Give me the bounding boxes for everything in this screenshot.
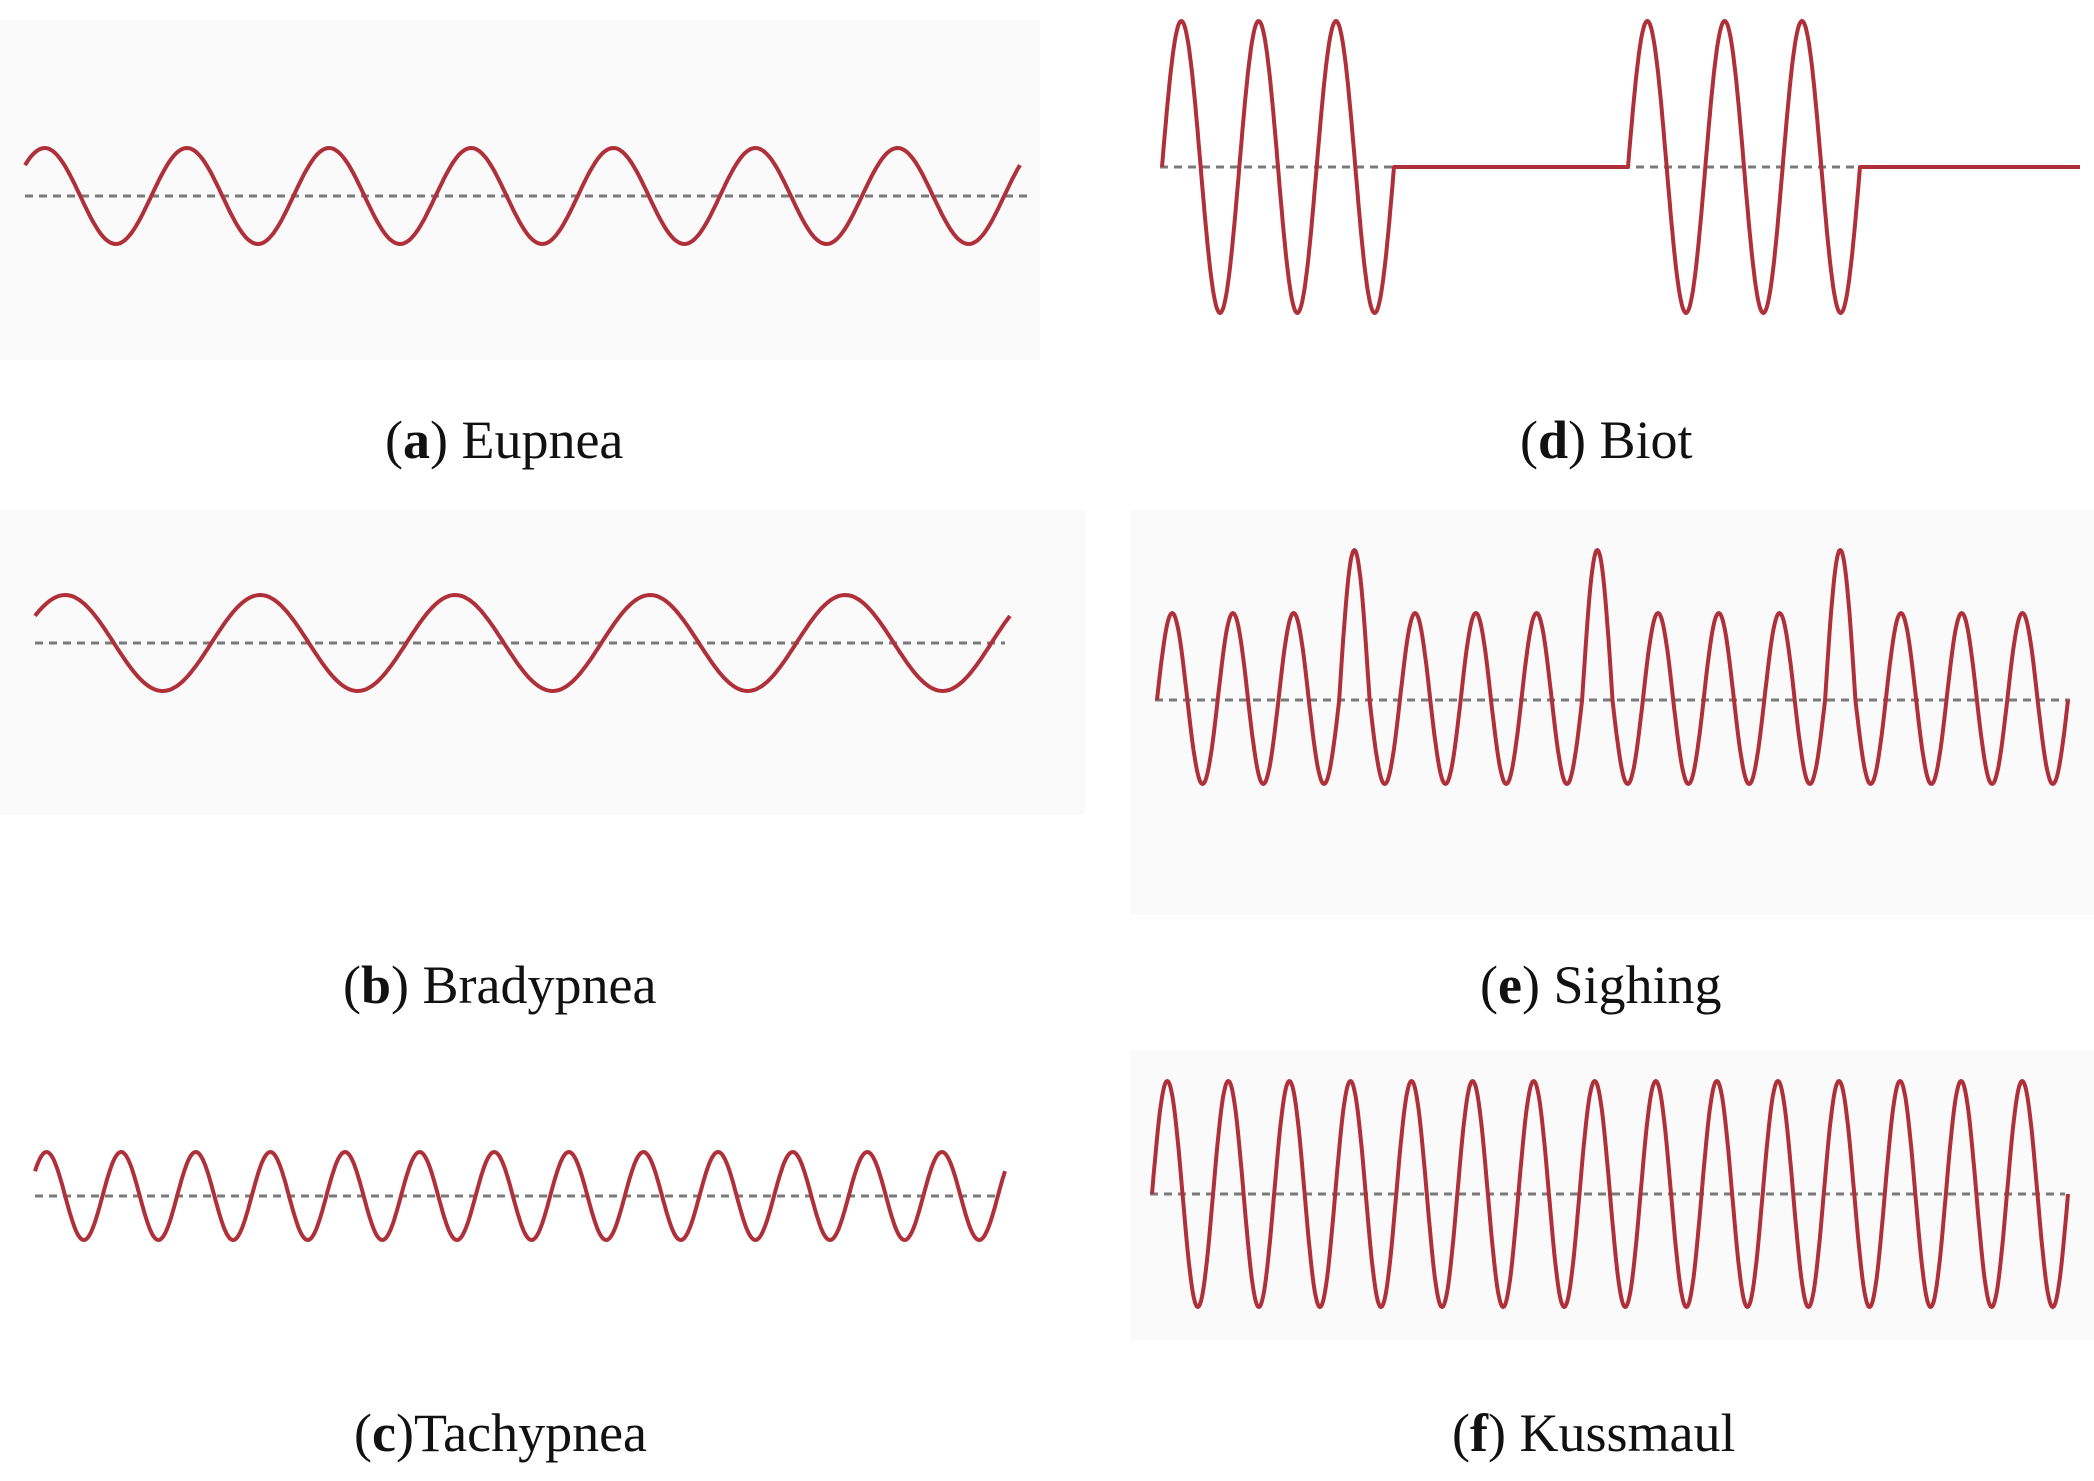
- panel-tachypnea-waveform: [33, 1150, 1007, 1242]
- caption-biot-separator: ): [1568, 410, 1600, 470]
- caption-tachypnea-separator: ): [395, 1403, 414, 1463]
- panel-eupnea-waveform: [23, 146, 1022, 246]
- caption-kussmaul-name: Kussmaul: [1519, 1403, 1736, 1463]
- caption-biot: (d) Biot: [1520, 410, 1693, 470]
- panel-kussmaul-waveform: [1150, 1079, 2070, 1309]
- caption-bradypnea: (b) Bradypnea: [343, 955, 657, 1015]
- caption-eupnea-separator: ): [429, 410, 462, 470]
- panel-biot: [1160, 19, 2080, 315]
- caption-eupnea-letter: a: [402, 410, 430, 470]
- caption-sighing-separator: ): [1521, 955, 1554, 1015]
- caption-eupnea: (a) Eupnea: [385, 410, 624, 470]
- caption-sighing: (e) Sighing: [1480, 955, 1722, 1015]
- caption-tachypnea-name: Tachypnea: [413, 1403, 648, 1463]
- panel-tachypnea: [33, 1150, 1007, 1242]
- caption-tachypnea: (c)Tachypnea: [354, 1403, 648, 1463]
- panel-kussmaul: [1130, 1050, 2094, 1340]
- caption-tachypnea-letter: c: [371, 1403, 396, 1463]
- caption-biot-letter: d: [1537, 410, 1569, 470]
- caption-bradypnea-separator: ): [391, 955, 423, 1015]
- panel-bradypnea: [0, 510, 1085, 815]
- caption-bradypnea-letter: b: [360, 955, 392, 1015]
- caption-sighing-letter: e: [1497, 955, 1522, 1015]
- caption-kussmaul-letter: f: [1469, 1403, 1488, 1463]
- panel-eupnea: [0, 20, 1040, 360]
- panel-bradypnea-background: [0, 510, 1085, 815]
- caption-kussmaul-separator: ): [1487, 1403, 1520, 1463]
- panel-biot-waveform: [1160, 19, 2080, 315]
- caption-bradypnea-name: Bradypnea: [422, 955, 657, 1015]
- panel-sighing: [1130, 510, 2094, 915]
- caption-kussmaul: (f) Kussmaul: [1452, 1403, 1736, 1463]
- caption-eupnea-name: Eupnea: [461, 410, 624, 470]
- caption-biot-name: Biot: [1599, 410, 1693, 470]
- panel-bradypnea-waveform: [33, 593, 1012, 693]
- caption-sighing-name: Sighing: [1553, 955, 1722, 1015]
- panel-sighing-waveform: [1155, 548, 2070, 786]
